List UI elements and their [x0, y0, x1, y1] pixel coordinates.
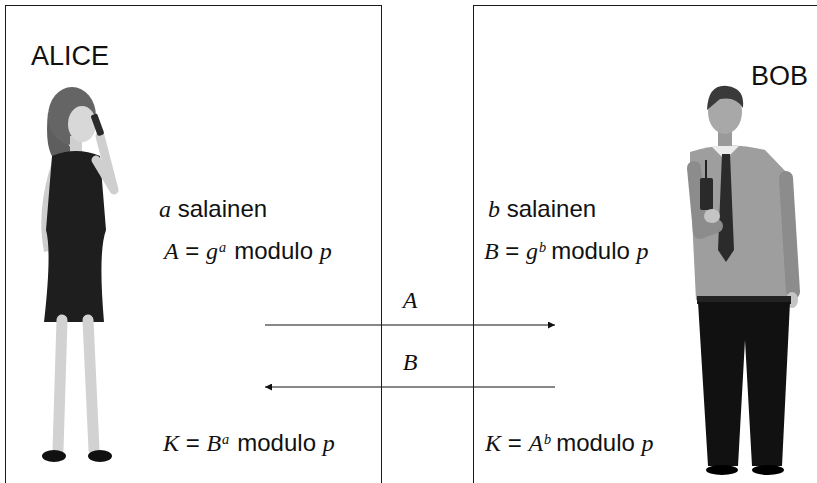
text-token: b	[488, 196, 500, 222]
text-token: =	[508, 429, 522, 456]
text-token: modulo	[556, 429, 635, 456]
text-token: =	[186, 429, 200, 456]
text-token: =	[185, 237, 199, 264]
text-token: p	[642, 430, 654, 456]
text-token	[499, 237, 506, 264]
text-token	[501, 429, 508, 456]
text-token: BOB	[751, 61, 808, 91]
text-token: salainen	[178, 195, 267, 222]
formula-text: B = gᵇ modulo p	[484, 237, 649, 266]
text-token	[316, 429, 323, 456]
text-token	[228, 237, 235, 264]
party-panel: ALICEa salainenA = gᵃ modulo pK = Bᵃ mod…	[5, 5, 382, 483]
text-token	[630, 237, 637, 264]
text-token: B	[484, 238, 499, 264]
text-token: p	[637, 238, 649, 264]
text-token: modulo	[237, 429, 316, 456]
text-token	[550, 429, 557, 456]
text-token: K	[485, 430, 501, 456]
text-token	[179, 429, 186, 456]
text-token: K	[163, 430, 179, 456]
text-token	[179, 237, 186, 264]
message-label: B	[400, 348, 421, 377]
text-token	[635, 429, 642, 456]
message-label: A	[400, 286, 421, 315]
text-token	[500, 195, 507, 222]
formula-text: A = gᵃ modulo p	[164, 237, 332, 266]
secret-text: b salainen	[488, 195, 596, 224]
text-token	[200, 429, 207, 456]
message-arrow	[265, 324, 555, 325]
text-token	[313, 237, 320, 264]
text-token: p	[323, 430, 335, 456]
text-token: A	[164, 238, 179, 264]
alice-figure	[41, 87, 114, 462]
text-token: =	[505, 237, 519, 264]
text-token: ALICE	[31, 41, 109, 71]
party-name: BOB	[751, 60, 808, 92]
secret-text: a salainen	[159, 195, 267, 224]
text-token: gᵇ	[526, 238, 544, 264]
text-token	[231, 429, 238, 456]
text-token	[199, 237, 206, 264]
message-arrow	[265, 386, 555, 387]
text-token	[519, 237, 526, 264]
text-token: modulo	[234, 237, 313, 264]
bob-figure	[690, 86, 798, 475]
text-token: a	[159, 196, 171, 222]
text-token	[171, 195, 178, 222]
text-token: modulo	[551, 237, 630, 264]
text-token: Bᵃ	[206, 430, 230, 456]
text-token: gᵃ	[206, 238, 228, 264]
formula-text: K = Bᵃ modulo p	[163, 429, 335, 458]
text-token: Aᵇ	[528, 430, 549, 456]
formula-text: K = Aᵇ modulo p	[485, 429, 654, 458]
party-name: ALICE	[31, 40, 109, 72]
text-token: p	[320, 238, 332, 264]
text-token: salainen	[507, 195, 596, 222]
party-panel: BOBb salainenB = gᵇ modulo pK = Aᵇ modul…	[473, 5, 817, 483]
text-token	[545, 237, 552, 264]
text-token	[522, 429, 529, 456]
